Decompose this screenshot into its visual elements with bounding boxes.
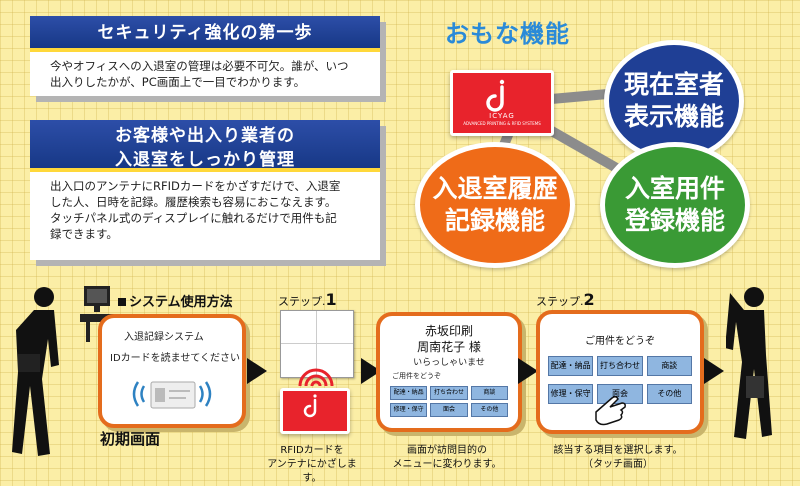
greeting-menu: 配達・納品 打ち合わせ 商談 修理・保守 面会 その他 bbox=[390, 386, 508, 417]
radio-wave-icon bbox=[298, 368, 334, 387]
pointing-hand-icon bbox=[595, 395, 626, 426]
rfid-card-large: ICYAG ADVANCED PRINTING & RFID SYSTEMS bbox=[450, 70, 554, 136]
id-card-scan-icon bbox=[132, 381, 212, 409]
security-box: セキュリティ強化の第一歩 今やオフィスへの入退室の管理は必要不可欠。誰が、いつ … bbox=[30, 16, 380, 96]
card-tagline: ADVANCED PRINTING & RFID SYSTEMS bbox=[463, 121, 541, 126]
method-label: システム使用方法 bbox=[118, 291, 233, 310]
purpose-feature-circle: 入室用件 登録機能 bbox=[600, 142, 750, 268]
greeting-caption: 画面が訪問目的の メニューに変わります。 bbox=[392, 445, 502, 470]
menu-visit-button[interactable]: 面会 bbox=[430, 403, 468, 417]
greeting-screen: 赤坂印刷 周南花子 様 いらっしゃいませ ご用件をどうぞ 配達・納品 打ち合わせ… bbox=[376, 312, 522, 432]
rfid-antenna-panel bbox=[280, 310, 354, 378]
menu-meeting-button[interactable]: 打ち合わせ bbox=[430, 386, 468, 400]
security-title: セキュリティ強化の第一歩 bbox=[30, 16, 380, 52]
select-meeting-button[interactable]: 打ち合わせ bbox=[597, 356, 643, 376]
select-business-button[interactable]: 商談 bbox=[646, 356, 692, 376]
selection-screen: ご用件をどうぞ 配達・納品 打ち合わせ 商談 修理・保守 面会 その他 bbox=[536, 310, 704, 434]
flow-arrow-3 bbox=[518, 358, 538, 384]
select-other-button[interactable]: その他 bbox=[646, 384, 692, 404]
method-bullet-icon bbox=[118, 298, 126, 306]
step1-caption: RFIDカードを アンテナにかざします。 bbox=[267, 445, 357, 484]
card-logo-small-icon bbox=[303, 394, 317, 418]
features-heading: おもな機能 bbox=[445, 20, 570, 48]
flow-arrow-4 bbox=[704, 358, 724, 384]
step1-label: ステップ.1 bbox=[278, 290, 337, 309]
menu-repair-button[interactable]: 修理・保守 bbox=[390, 403, 428, 417]
security-text: 今やオフィスへの入退室の管理は必要不可欠。誰が、いつ 出入りしたかが、PC画面上… bbox=[50, 59, 349, 89]
visitor-title: お客様や出入り業者の 入退室をしっかり管理 bbox=[30, 120, 380, 172]
card-brand: ICYAG bbox=[489, 112, 515, 120]
select-delivery-button[interactable]: 配達・納品 bbox=[548, 356, 594, 376]
rfid-card-small bbox=[280, 388, 350, 434]
history-feature-circle: 入退室履歴 記録機能 bbox=[415, 142, 575, 268]
visitor-text: 出入口のアンテナにRFIDカードをかざすだけで、入退室 した人、日時を記録。履歴… bbox=[50, 179, 341, 241]
card-logo-icon bbox=[486, 79, 505, 112]
step2-caption: 該当する項目を選択します。 （タッチ画面） bbox=[553, 445, 683, 470]
visitor-box: お客様や出入り業者の 入退室をしっかり管理 出入口のアンテナにRFIDカードをか… bbox=[30, 120, 380, 260]
selection-menu: 配達・納品 打ち合わせ 商談 修理・保守 面会 その他 bbox=[548, 356, 692, 404]
menu-delivery-button[interactable]: 配達・納品 bbox=[390, 386, 428, 400]
initial-screen: 入退記録システム IDカードを読ませてください bbox=[98, 314, 246, 428]
person-walking-left-icon bbox=[12, 287, 59, 456]
menu-business-button[interactable]: 商談 bbox=[470, 386, 508, 400]
select-repair-button[interactable]: 修理・保守 bbox=[548, 384, 594, 404]
initial-screen-label: 初期画面 bbox=[100, 430, 161, 448]
flow-arrow-1 bbox=[247, 358, 267, 384]
step2-label: ステップ.2 bbox=[536, 290, 595, 309]
person-walking-right-icon bbox=[726, 287, 772, 439]
menu-other-button[interactable]: その他 bbox=[470, 403, 508, 417]
